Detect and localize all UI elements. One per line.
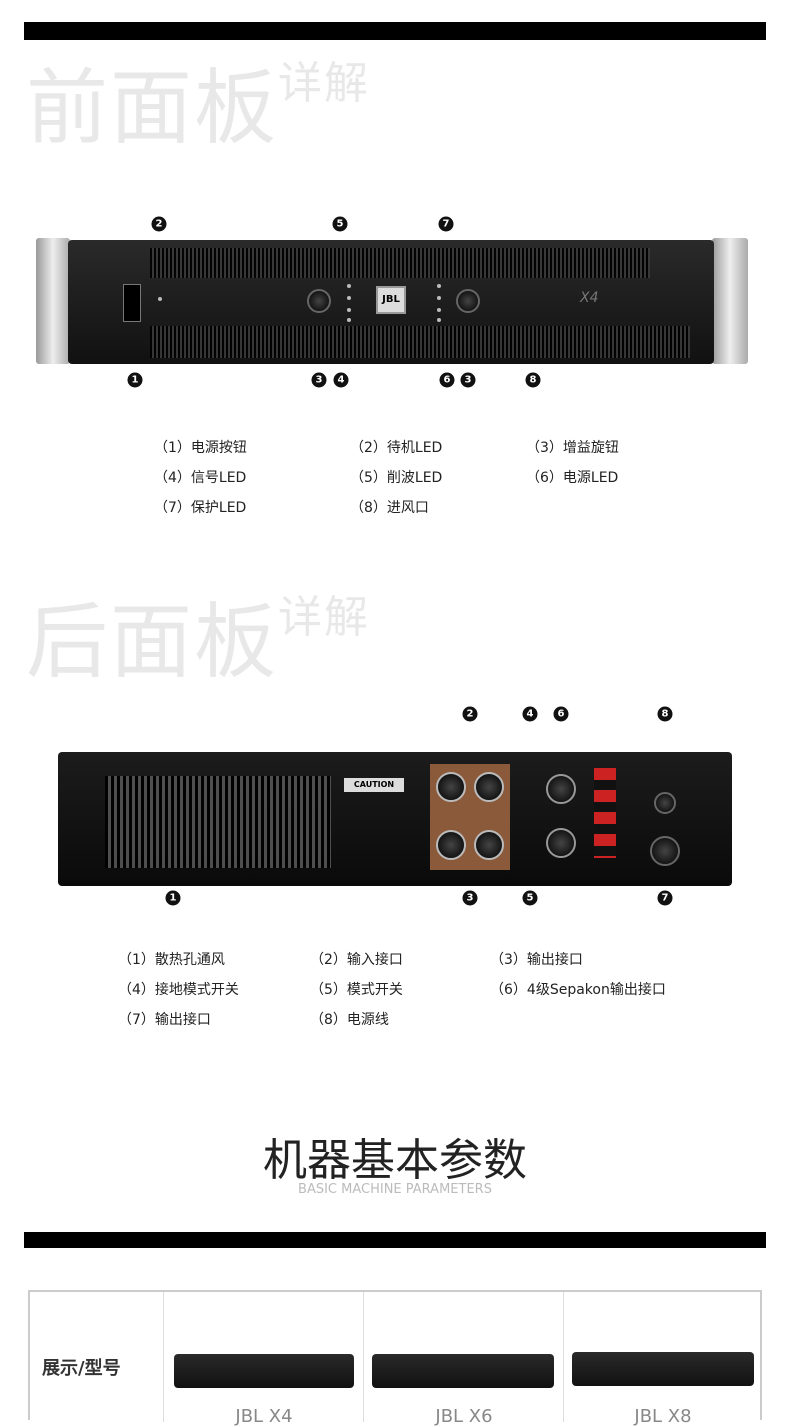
model-name: JBL X4 <box>235 1406 293 1427</box>
params-subtitle: BASIC MACHINE PARAMETERS <box>298 1182 492 1197</box>
model-cell: JBL X8 <box>564 1292 762 1427</box>
top-grille <box>150 248 650 278</box>
marker: 3 <box>462 890 478 906</box>
legend-item: （7）保护LED <box>154 500 247 516</box>
marker: 7 <box>657 890 673 906</box>
front-panel-title: 前面板详解 <box>26 62 370 150</box>
marker: 5 <box>332 216 348 232</box>
power-switch <box>123 284 141 322</box>
rear-title-suffix: 详解 <box>278 592 371 643</box>
model-label: X4 <box>580 290 599 306</box>
params-divider-bar <box>24 1232 766 1248</box>
top-divider-bar <box>24 22 766 40</box>
specs-table: 展示/型号 JBL X4 JBL X6 JBL X8 <box>28 1290 762 1427</box>
marker: 3 <box>460 372 476 388</box>
legend-item: （1）电源按钮 <box>154 440 247 456</box>
marker: 6 <box>439 372 455 388</box>
legend-item: （4）接地模式开关 <box>118 982 239 998</box>
rack-ear-right <box>712 238 748 364</box>
legend-item: （7）输出接口 <box>118 1012 211 1028</box>
power-cord-inlet <box>650 836 680 866</box>
rack-ear-left <box>36 238 70 364</box>
rear-panel-title: 后面板详解 <box>26 596 370 684</box>
marker: 8 <box>525 372 541 388</box>
marker: 2 <box>462 706 478 722</box>
params-title: 机器基本参数 <box>263 1135 527 1186</box>
legend-item: （4）信号LED <box>154 470 247 486</box>
legend-item: （1）散热孔通风 <box>118 952 225 968</box>
marker: 4 <box>522 706 538 722</box>
speakon-1 <box>546 774 576 804</box>
model-cell: JBL X6 <box>364 1292 564 1427</box>
legend-item: （5）模式开关 <box>310 982 403 998</box>
bottom-grille <box>150 326 690 358</box>
binding-posts <box>594 768 616 858</box>
marker: 8 <box>657 706 673 722</box>
legend-item: （8）电源线 <box>310 1012 389 1028</box>
legend-item: （8）进风口 <box>350 500 429 516</box>
marker: 6 <box>553 706 569 722</box>
legend-item: （6）4级Sepakon输出接口 <box>490 982 666 998</box>
marker: 3 <box>311 372 327 388</box>
legend-item: （3）输出接口 <box>490 952 583 968</box>
marker: 1 <box>165 890 181 906</box>
gain-knob-1 <box>307 289 331 313</box>
rear-title-main: 后面板 <box>26 595 279 690</box>
speakon-2 <box>546 828 576 858</box>
marker: 4 <box>333 372 349 388</box>
marker: 5 <box>522 890 538 906</box>
fan-vent <box>105 776 331 868</box>
legend-item: （2）待机LED <box>350 440 443 456</box>
legend-item: （3）增益旋钮 <box>526 440 619 456</box>
row-label: 展示/型号 <box>42 1358 121 1379</box>
legend-item: （5）削波LED <box>350 470 443 486</box>
caution-label: CAUTION <box>344 778 404 792</box>
legend-item: （2）输入接口 <box>310 952 403 968</box>
fuse-holder <box>654 792 676 814</box>
model-name: JBL X6 <box>435 1406 493 1427</box>
gain-knob-2 <box>456 289 480 313</box>
marker: 1 <box>127 372 143 388</box>
marker: 7 <box>438 216 454 232</box>
jbl-logo: JBL <box>376 286 406 314</box>
front-title-main: 前面板 <box>26 61 279 156</box>
model-cell: JBL X4 <box>164 1292 364 1427</box>
legend-item: （6）电源LED <box>526 470 619 486</box>
marker: 2 <box>151 216 167 232</box>
model-name: JBL X8 <box>634 1406 692 1427</box>
front-title-suffix: 详解 <box>278 58 371 109</box>
